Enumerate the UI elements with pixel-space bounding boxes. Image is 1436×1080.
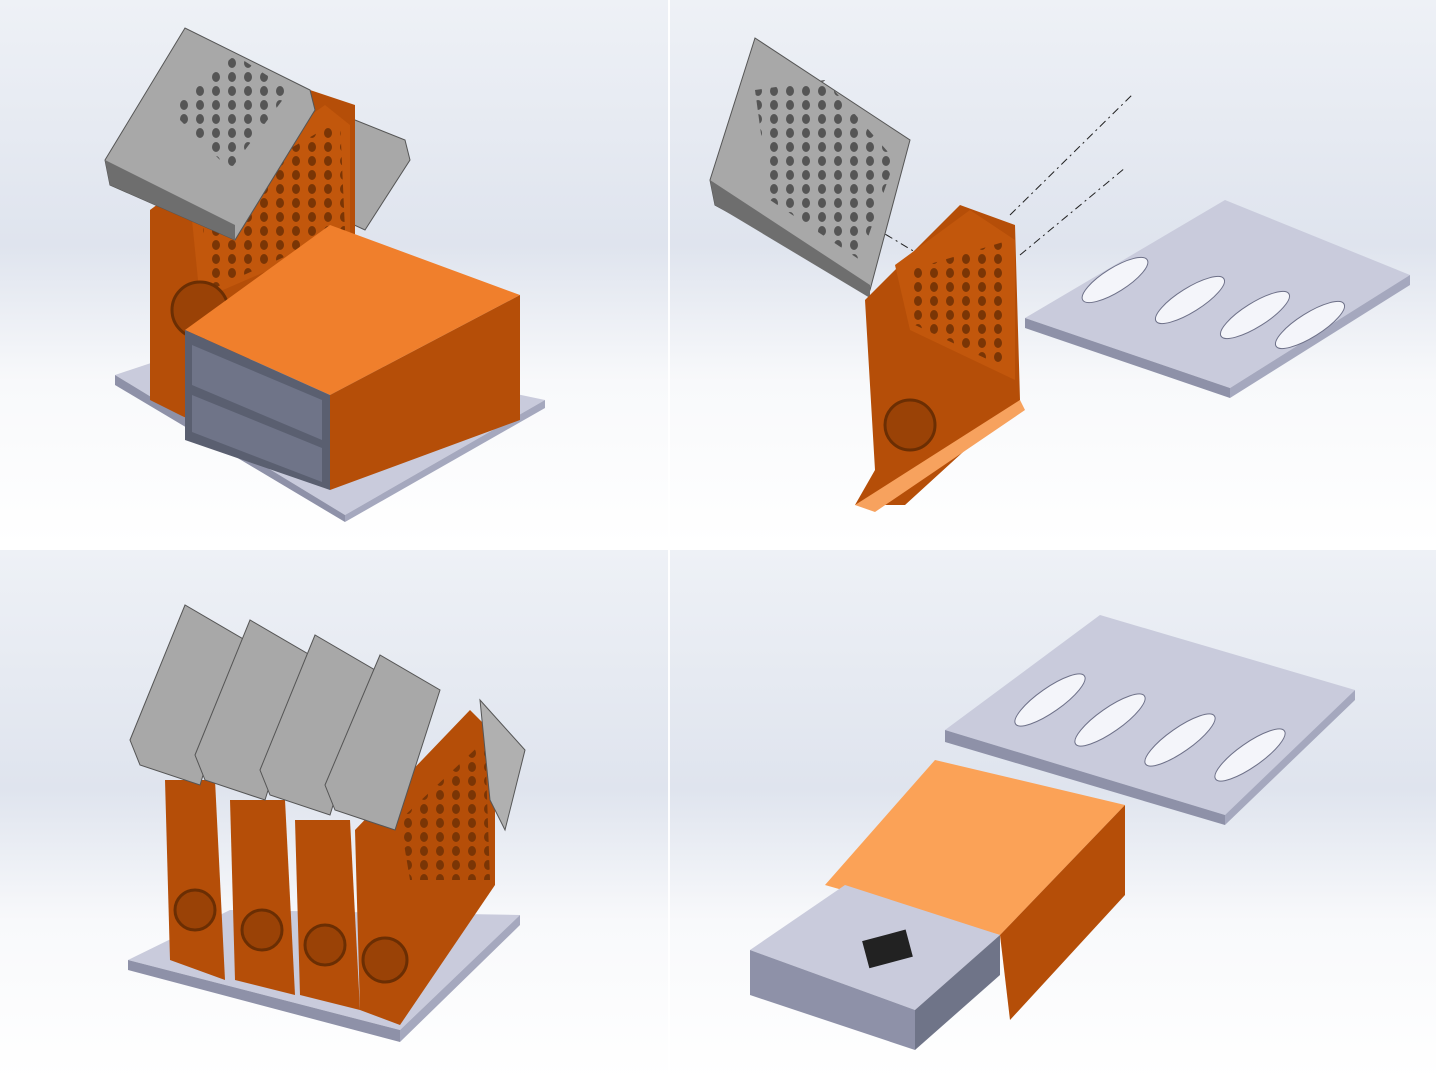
panel-exploded-stand	[670, 0, 1436, 546]
stand-1	[165, 780, 225, 980]
base-plate	[945, 615, 1355, 825]
stand-4	[355, 710, 495, 1025]
drawer-box	[825, 760, 1125, 1020]
tiles	[129, 604, 526, 832]
stand	[855, 205, 1025, 512]
tile	[709, 37, 911, 298]
panel-four-stands	[0, 550, 668, 1080]
stand-3	[295, 820, 360, 1010]
drawer	[750, 885, 1000, 1050]
base-plate	[1025, 200, 1410, 398]
panel-exploded-drawer	[670, 550, 1436, 1080]
tile	[104, 27, 316, 241]
drawer-box	[185, 225, 520, 490]
stand-2	[230, 800, 295, 995]
stands	[165, 710, 495, 1025]
panel-assembled-single	[0, 0, 668, 546]
chip	[862, 929, 913, 969]
